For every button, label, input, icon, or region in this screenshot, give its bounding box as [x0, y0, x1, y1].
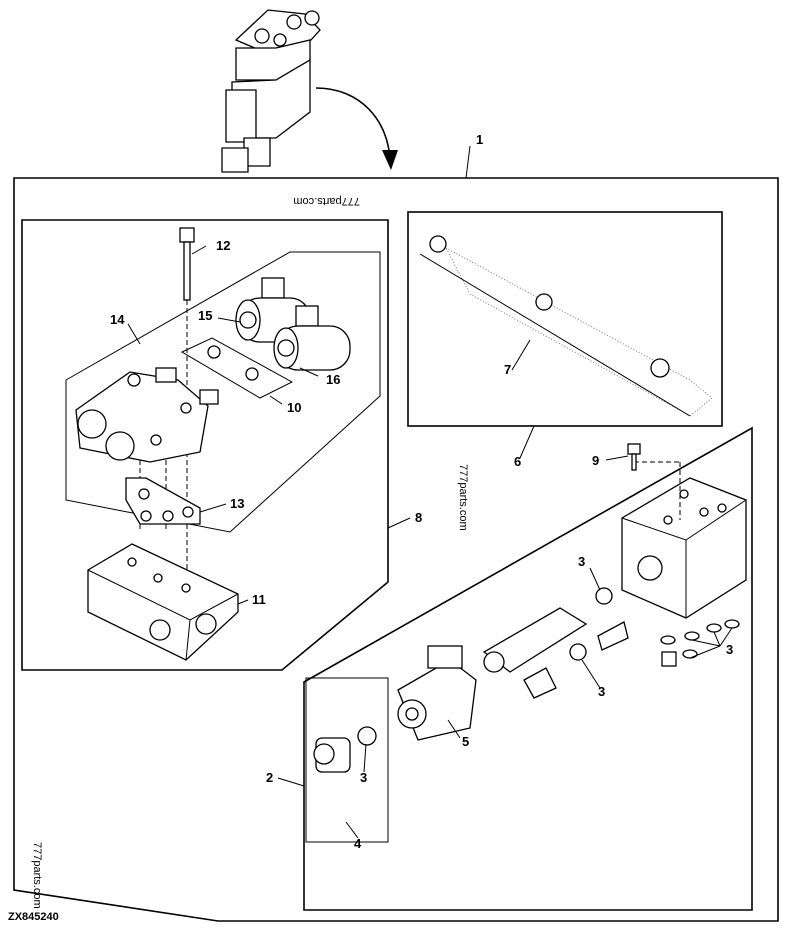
callout-1: 1 [476, 132, 483, 147]
callout-4: 4 [354, 836, 362, 851]
callout-16: 16 [326, 372, 340, 387]
valve-block [621, 461, 747, 619]
nut [313, 726, 377, 773]
watermark-middle: 777parts.com [457, 464, 469, 531]
callout-6: 6 [514, 454, 521, 469]
subassembly-8-outline [21, 219, 389, 671]
subassembly-4-outline [305, 677, 389, 843]
solenoid-16 [273, 305, 351, 371]
coil-5 [397, 645, 477, 741]
callout-3d: 3 [360, 770, 367, 785]
callout-11: 11 [252, 592, 266, 607]
callout-3c: 3 [598, 684, 605, 699]
subassembly-2-outline [303, 426, 753, 911]
callout-12: 12 [216, 238, 230, 253]
callout-9: 9 [592, 453, 599, 468]
callout-3a: 3 [578, 554, 585, 569]
cartridge [482, 587, 629, 699]
main-assembly-outline [13, 177, 779, 922]
spool-7 [419, 235, 713, 417]
callout-10: 10 [287, 400, 301, 415]
valve-body [75, 367, 219, 530]
callout-3b: 3 [726, 642, 733, 657]
watermark-bottom: 777parts.com [31, 842, 43, 909]
callout-15: 15 [198, 308, 212, 323]
leader-lines [127, 145, 629, 839]
orings-3 [660, 619, 740, 667]
cap-screw-9 [627, 443, 641, 471]
spool-panel-6 [407, 211, 723, 427]
manifold-block-11 [87, 543, 239, 661]
callout-5: 5 [462, 734, 469, 749]
callouts: 1 12 14 15 16 10 13 8 11 7 6 9 3 3 3 5 2… [110, 132, 733, 851]
callout-2: 2 [266, 770, 273, 785]
callout-7: 7 [504, 362, 511, 377]
watermark-top: 777parts.com [293, 195, 360, 207]
gasket-13 [125, 477, 201, 525]
assembled-valve-illustration [221, 9, 398, 173]
figure-id: ZX845240 [8, 911, 59, 923]
seal-kit-10-outline [180, 337, 294, 399]
callout-14: 14 [110, 312, 125, 327]
callout-8: 8 [415, 510, 422, 525]
subassembly-14-outline [65, 251, 381, 533]
callout-13: 13 [230, 496, 244, 511]
